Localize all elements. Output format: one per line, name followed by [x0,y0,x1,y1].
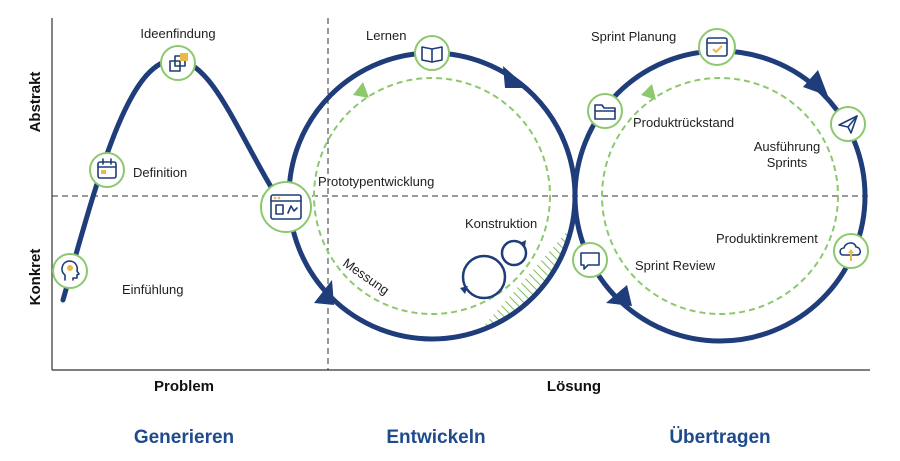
transfer-arrowhead-top [803,70,828,96]
develop-green-arrowhead [353,82,369,98]
phase-label-generieren: Generieren [134,427,234,448]
label-ausfuehrung-sprints-line2: Sprints [767,155,808,170]
gears-icon [460,239,528,300]
cloud-upload-icon [833,233,869,269]
label-ideenfindung: Ideenfindung [140,26,215,41]
label-definition: Definition [133,165,187,180]
label-sprint-review: Sprint Review [635,258,716,273]
chat-bubble-icon [572,242,608,278]
label-ausfuehrung-sprints-line1: Ausführung [754,139,821,154]
label-konstruktion: Konstruktion [465,216,537,231]
transfer-inner-dashed-loop [601,77,839,315]
paper-plane-icon [830,106,866,142]
develop-arrowhead-bottom [314,280,334,305]
label-einfuehlung: Einfühlung [122,282,183,297]
label-produktinkrement: Produktinkrement [716,231,818,246]
develop-arrowhead-top [503,66,528,88]
transfer-green-arrowhead [641,84,656,100]
sprint-calendar-icon [698,28,736,66]
phase-label-uebertragen: Übertragen [669,427,770,448]
label-prototypentwicklung: Prototypentwicklung [318,174,434,189]
label-produktrueckstand: Produktrückstand [633,115,734,130]
calendar-icon [89,152,125,188]
x-axis-label-right: Lösung [547,378,601,395]
develop-inner-dashed-loop [313,77,551,315]
x-axis-label-left: Problem [154,378,214,395]
y-axis-label-top: Abstrakt [27,72,44,133]
label-lernen: Lernen [366,28,406,43]
label-sprint-planung: Sprint Planung [591,29,676,44]
phase-label-entwickeln: Entwickeln [386,427,485,448]
prototype-window-icon [260,181,312,233]
book-icon [414,35,450,71]
transfer-arrowhead-bottom [606,285,632,306]
y-axis-label-bottom: Konkret [27,249,44,306]
folder-icon [587,93,623,129]
ideas-icon [160,45,196,81]
label-messung: Messung [340,255,392,298]
head-icon [52,253,88,289]
